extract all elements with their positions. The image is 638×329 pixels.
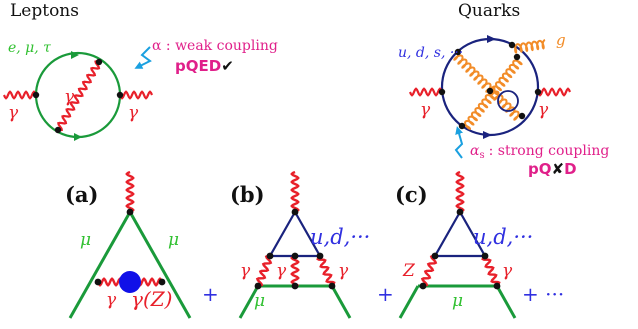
muon-line-left <box>68 211 132 319</box>
quark-flavors-label: u, d, s, ··· <box>398 45 463 61</box>
vertex <box>291 208 299 216</box>
photon-z-label: γ(Z) <box>131 287 172 311</box>
plus-operator: + <box>202 282 219 306</box>
vertex <box>126 208 134 216</box>
muon-label: μ <box>254 291 265 311</box>
vertex <box>95 58 103 66</box>
external-photon-left <box>408 87 444 97</box>
panel-b-diagram: (b) u,d,··· γ γ γ μ <box>230 170 370 319</box>
pqed-label: pQED✔ <box>175 57 234 75</box>
lepton-loop-diagram: e, μ, τ γ γ γ α : weak coupling pQED✔ <box>2 38 278 141</box>
panel-c-label: (c) <box>395 182 428 207</box>
vertex <box>481 252 489 260</box>
vertex <box>431 252 439 260</box>
internal-photon <box>57 60 101 132</box>
vertex <box>513 53 521 61</box>
muon-line-right <box>495 285 517 319</box>
quark-flavors-label: u,d,··· <box>310 225 370 249</box>
gluon-external <box>511 39 546 54</box>
vertex <box>291 252 299 260</box>
gluon-label: g <box>556 31 566 49</box>
panel-a-label: (a) <box>65 182 98 207</box>
muon-label-left: μ <box>80 230 91 250</box>
vertex <box>493 282 501 290</box>
external-photon-right <box>118 90 154 100</box>
vertex <box>486 87 494 95</box>
vertex <box>94 278 102 286</box>
muon-label-right: μ <box>168 230 179 250</box>
photon-label-2: γ <box>276 261 287 281</box>
vertex <box>254 282 262 290</box>
internal-z-boson <box>420 254 438 287</box>
vertex <box>518 112 526 120</box>
coupling-pointer-arrow <box>454 126 464 159</box>
quark-triangle <box>433 209 487 258</box>
quarks-header: Quarks <box>458 1 520 21</box>
vertex <box>508 41 516 49</box>
vertex <box>266 252 274 260</box>
vertex <box>458 122 466 130</box>
lepton-arrow-top <box>71 51 79 59</box>
coupling-pointer-arrow <box>134 46 152 69</box>
photon-label-right: γ <box>128 103 139 123</box>
photon-label: γ <box>502 261 513 281</box>
external-photon <box>290 170 300 214</box>
photon-label-3: γ <box>338 261 349 281</box>
muon-line-left <box>398 285 420 319</box>
plus-operator: + <box>377 282 394 306</box>
vertex <box>158 278 166 286</box>
vertex <box>116 91 124 99</box>
muon-line-left <box>238 285 260 319</box>
z-label: Z <box>402 261 416 281</box>
photon-label-internal: γ <box>64 87 75 107</box>
internal-photon-2 <box>290 254 300 287</box>
panel-b-label: (b) <box>230 182 265 207</box>
photon-label: γ <box>106 290 117 310</box>
vertex <box>534 88 542 96</box>
photon-label-right: γ <box>538 100 549 120</box>
quark-arrow-top <box>487 35 496 43</box>
vertex <box>419 282 427 290</box>
vertex <box>291 282 299 290</box>
vertex <box>316 252 324 260</box>
internal-photon-1 <box>255 254 273 287</box>
quark-sub-loop <box>497 90 519 112</box>
vertex <box>456 208 464 216</box>
quark-loop-diagram: u, d, s, ··· g γ γ αs: strong coupling p… <box>398 31 609 178</box>
lepton-flavors-label: e, μ, τ <box>8 40 51 56</box>
external-photon <box>455 170 465 214</box>
weak-coupling-label: α : weak coupling <box>152 38 278 54</box>
vertex <box>32 91 40 99</box>
external-photon-right <box>536 87 572 97</box>
panel-a-diagram: (a) μ μ γ γ(Z) <box>65 170 192 319</box>
vertex <box>328 282 336 290</box>
vertex <box>438 88 446 96</box>
muon-label: μ <box>452 291 463 311</box>
photon-label-1: γ <box>240 261 251 281</box>
panel-c-diagram: (c) u,d,··· Z γ μ <box>395 170 533 319</box>
internal-photon-3 <box>316 255 336 287</box>
muon-line-right <box>330 285 352 319</box>
pqcd-label: pQ✘D <box>528 160 577 178</box>
photon-label-left: γ <box>420 100 431 120</box>
strong-coupling-label: αs: strong coupling <box>470 143 609 161</box>
quark-flavors-label: u,d,··· <box>473 225 533 249</box>
internal-photon <box>481 255 501 287</box>
external-photon-left <box>2 90 38 100</box>
quark-arrow-bottom <box>483 131 492 139</box>
vertex <box>54 126 62 134</box>
lepton-arrow-bottom <box>74 133 82 141</box>
vertex <box>454 48 462 56</box>
leptons-header: Leptons <box>10 1 79 21</box>
photon-label-left: γ <box>8 103 19 123</box>
ellipsis-operator: + ··· <box>522 282 564 306</box>
external-photon <box>125 170 135 214</box>
hadronic-blob <box>119 271 141 293</box>
muon-line-right <box>128 211 192 319</box>
